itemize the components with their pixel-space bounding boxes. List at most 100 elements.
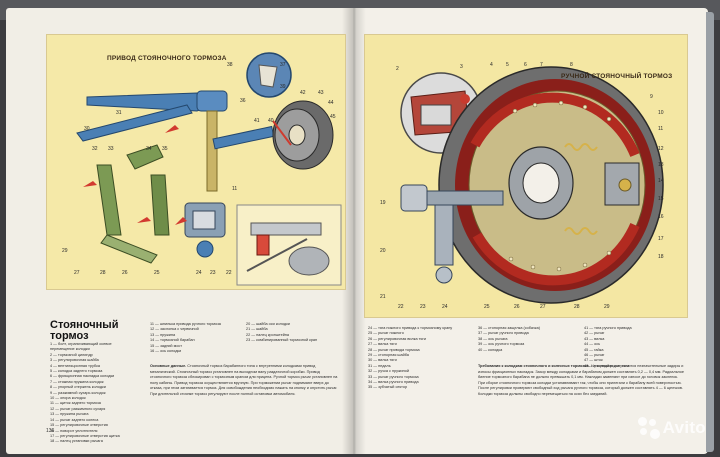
legend-item: 46 — рычаг xyxy=(584,353,605,358)
legend-item: 22 — палец кронштейна xyxy=(246,332,290,337)
callout-number: 32 xyxy=(92,146,98,152)
callout-number: 45 xyxy=(330,114,336,120)
legend-item: 29 — стопорная шайба xyxy=(368,353,409,358)
callout-number: 10 xyxy=(658,110,664,116)
right-legend-col3: 41 — тяга ручного привода 42 — рычаг 43 … xyxy=(584,326,684,369)
callout-number: 24 xyxy=(196,270,202,276)
callout-number: 19 xyxy=(380,200,386,206)
callout-number: 23 xyxy=(210,270,216,276)
callout-number: 41 xyxy=(254,118,260,124)
page-number: 136 xyxy=(46,428,55,434)
page-edge xyxy=(706,12,714,452)
left-paragraph-text: Стояночный тормоз барабанного типа с вну… xyxy=(150,364,338,396)
callout-number: 26 xyxy=(514,304,520,310)
hand-parking-brake-illustration: РУЧНОЙ СТОЯНОЧНЫЙ ТОРМОЗ xyxy=(364,34,688,318)
left-paragraph: Основные данные. Стояночный тормоз бараб… xyxy=(150,364,338,398)
legend-item: 11 — шпилька привода ручного тормоза xyxy=(150,322,221,326)
avito-logo-icon xyxy=(637,417,660,439)
left-legend-col2: 11 — шпилька привода ручного тормоза 12 … xyxy=(150,322,242,354)
legend-item: 45 — гайка xyxy=(584,347,604,352)
watermark-text: Avito xyxy=(662,418,706,437)
callout-number: 37 xyxy=(280,62,286,68)
legend-item: 13 — пружина xyxy=(150,332,176,337)
callout-number: 5 xyxy=(506,62,509,68)
callout-number: 28 xyxy=(574,304,580,310)
legend-item: 5 — колодка заднего тормоза xyxy=(50,369,103,374)
legend-item: 26 — регулировочная вилка тяги xyxy=(368,336,426,341)
callout-number: 8 xyxy=(570,62,573,68)
avito-watermark: Avito xyxy=(637,417,706,439)
callout-number: 34 xyxy=(146,146,152,152)
callout-number: 17 xyxy=(658,236,664,242)
legend-item: 16 — поворот уплотнителя xyxy=(50,428,98,433)
legend-item: 35 — зубчатый сектор xyxy=(368,385,408,390)
left-legend-col1: 1 — болт, ограничивающий осевое перемеще… xyxy=(50,342,144,445)
right-illustration-title: РУЧНОЙ СТОЯНОЧНЫЙ ТОРМОЗ xyxy=(561,73,673,80)
callout-number: 26 xyxy=(122,270,128,276)
callout-number: 29 xyxy=(62,248,68,254)
callout-number: 35 xyxy=(162,146,168,152)
callout-number: 14 xyxy=(658,178,664,184)
left-paragraph-heading: Основные данные. xyxy=(150,364,187,368)
legend-item: 1 — болт, ограничивающий осевое xyxy=(50,342,112,346)
legend-item: 10 — опора колодок xyxy=(50,396,86,401)
legend-item: 12 — заслонка с червячной xyxy=(150,327,199,332)
legend-item: 48 — упорный рычаг тяги xyxy=(584,363,629,368)
legend-item: 44 — ось xyxy=(584,342,601,347)
callout-number: 7 xyxy=(540,62,543,68)
legend-item: 34 — вилка ручного привода xyxy=(368,380,419,385)
legend-item: 7 — стяжная пружина колодок xyxy=(50,379,104,384)
right-illustration-drawing xyxy=(400,66,664,304)
section-title-line: Стояночный xyxy=(50,319,119,331)
right-legend-col2: 36 — стопорная защелка (собачка) 37 — ры… xyxy=(478,326,578,353)
callout-number: 21 xyxy=(380,294,386,300)
callout-number: 28 xyxy=(100,270,106,276)
callout-number: 24 xyxy=(442,304,448,310)
legend-item: 4 — вентиляционная трубка xyxy=(50,363,100,368)
legend-item: 11 — щиток заднего тормоза xyxy=(50,401,101,406)
legend-item: 33 — рычаг ручного тормоза xyxy=(368,374,419,379)
legend-item: 43 — вилка xyxy=(584,336,605,341)
legend-item: 38 — ось рычага xyxy=(478,336,508,341)
callout-number: 22 xyxy=(398,304,404,310)
callout-number: 38 xyxy=(227,62,233,68)
callout-number: 25 xyxy=(154,270,160,276)
callout-number: 4 xyxy=(490,62,493,68)
legend-item: 21 — шайба xyxy=(246,327,268,332)
legend-item: перемещение колодки xyxy=(50,347,90,352)
callout-number: 9 xyxy=(650,94,653,100)
legend-item: 36 — стопорная защелка (собачка) xyxy=(478,326,541,330)
legend-item: 32 — ручка с пружиной xyxy=(368,369,409,374)
callout-number: 15 xyxy=(658,196,664,202)
callout-number: 12 xyxy=(658,146,664,152)
legend-item: 31 — педаль xyxy=(368,363,391,368)
legend-item: 30 — вилка тяги xyxy=(368,358,397,363)
legend-item: 17 — регулировочные отверстия щитка xyxy=(50,433,120,438)
legend-item: 41 — тяга ручного привода xyxy=(584,326,632,330)
callout-number: 23 xyxy=(420,304,426,310)
callout-number: 30 xyxy=(84,126,90,132)
legend-item: 16 — ось колодки xyxy=(150,349,182,354)
callout-number: 43 xyxy=(318,90,324,96)
legend-item: 27 — вилка тяги xyxy=(368,342,397,347)
callout-number: 3 xyxy=(460,64,463,70)
callout-number: 13 xyxy=(658,162,664,168)
right-paragraph-text: На колодках допускаются незначительные з… xyxy=(478,364,684,396)
callout-number: 33 xyxy=(108,146,114,152)
legend-item: 13 — пружина рычага xyxy=(50,412,89,417)
callout-number: 18 xyxy=(658,254,664,260)
callout-number: 22 xyxy=(226,270,232,276)
callout-number: 20 xyxy=(380,248,386,254)
legend-item: 14 — тормозной барабан xyxy=(150,338,195,343)
callout-number: 11 xyxy=(658,126,664,132)
legend-item: 15 — регулировочные отверстия xyxy=(50,423,108,428)
legend-item: 37 — рычаг ручного привода xyxy=(478,331,529,336)
legend-item: 39 — ось ручного тормоза xyxy=(478,342,525,347)
legend-item: 28 — рычаг привода тормоза xyxy=(368,347,420,352)
legend-item: 14 — рычаг заднего колеса xyxy=(50,417,99,422)
legend-item: 20 — шайба оси колодки xyxy=(246,322,290,326)
legend-item: 9 — разжимной сухарь колодок xyxy=(50,390,106,395)
callout-number: 16 xyxy=(658,214,664,220)
left-legend-col3: 20 — шайба оси колодки 21 — шайба 22 — п… xyxy=(246,322,338,344)
callout-number: 25 xyxy=(484,304,490,310)
